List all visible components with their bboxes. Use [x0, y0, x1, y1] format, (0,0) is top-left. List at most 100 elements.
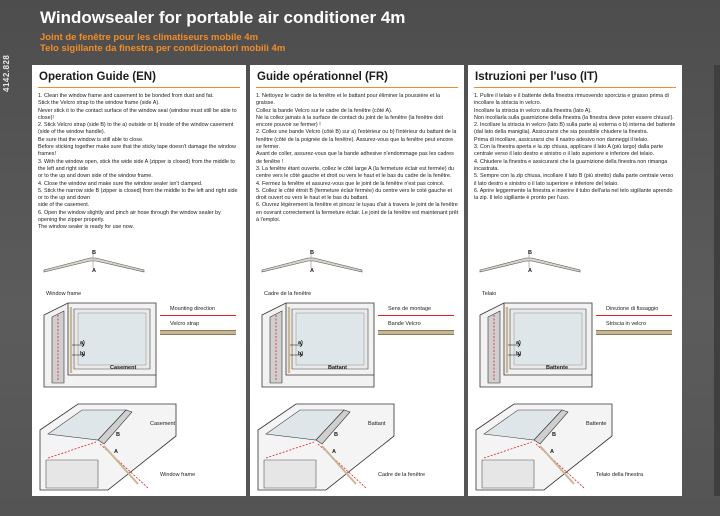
step-text: Be sure that the window is still able to…	[38, 136, 144, 143]
arrow-a	[290, 342, 303, 348]
mark-a-label: a)	[516, 340, 521, 346]
frame-inner	[285, 303, 374, 376]
step-text: 4. Fermez la fenêtre et assurez-vous que…	[256, 180, 445, 187]
side-a-label: A	[92, 268, 96, 274]
strip-shape	[261, 257, 363, 273]
legend-mount-line	[160, 315, 236, 317]
step-text: 6. Open the window slightly and pinch ai…	[38, 209, 221, 224]
subtitle-it: Telo sigillante da finestra per condizio…	[40, 43, 286, 54]
velcro-strip-2	[103, 445, 139, 485]
heading-rule	[474, 87, 676, 88]
perspective-diagram	[475, 403, 613, 491]
sill	[481, 459, 535, 489]
sill	[263, 459, 317, 489]
mount-line-3	[265, 441, 315, 459]
step-text: 4. Close the window and make sure the wi…	[38, 180, 203, 187]
arrow-a	[508, 342, 521, 348]
side-b-mark-2: B	[552, 432, 556, 438]
strip-diagram	[479, 252, 581, 273]
legend-mount-line	[378, 315, 454, 317]
step-text: 3. La fenêtre étant ouverte, collez le c…	[256, 165, 455, 180]
side-b-mark-2: B	[334, 432, 338, 438]
column-heading: Operation Guide (EN)	[39, 71, 156, 83]
step-text: 3. Con la finestra aperta e la zip chius…	[474, 144, 664, 158]
window-frame-label: Telaio	[482, 291, 497, 297]
window-frame-label-2: Telaio della finestra	[596, 472, 644, 478]
side-b-label: B	[310, 250, 314, 256]
sill	[45, 459, 99, 489]
step-text: 3. With the window open, stick the wide …	[38, 158, 235, 172]
step-text: 4. Chiudere la finestra e assicurarsi ch…	[474, 158, 668, 172]
mark-a-label: a)	[80, 340, 85, 346]
legend-strap-bar	[160, 330, 236, 335]
side-a-mark-2: A	[332, 449, 336, 455]
step-text: Collez la bande Velcro sur le cadre de l…	[256, 107, 393, 114]
sash-edge	[315, 409, 351, 445]
casement-label: Battant	[328, 365, 347, 371]
window-frame-label: Cadre de la fenêtre	[264, 291, 312, 297]
step-text: The window sealer is ready for use now.	[38, 224, 134, 231]
strip-shape	[479, 257, 581, 273]
perspective-diagram	[257, 403, 395, 491]
window-frame-diagram	[43, 302, 157, 388]
side-b-label: B	[92, 250, 96, 256]
frame-inner	[503, 303, 592, 376]
page-title: Windowsealer for portable air conditione…	[40, 8, 406, 27]
casement-label-2: Casement	[150, 421, 176, 427]
step-text: Non incollarla sulla guarnizione della f…	[474, 114, 674, 121]
legend-mount-label: Mounting direction	[170, 306, 215, 312]
strip-diagram	[43, 252, 145, 273]
mount-line-3	[483, 441, 533, 459]
window-frame-diagram	[261, 302, 375, 388]
step-text: or to the up and down side of the window…	[38, 173, 153, 180]
legend-mount-line	[596, 315, 672, 317]
casement-label: Battente	[546, 365, 569, 371]
mount-line-3	[47, 441, 97, 459]
sash-edge	[97, 409, 133, 445]
legend-strap-label: Velcro strap	[170, 321, 200, 327]
steps-list: 1. Pulire il telaio e il battente della …	[474, 93, 677, 202]
side-a-label: A	[528, 268, 532, 274]
column-en: Operation Guide (EN) 1. Clean the window…	[32, 65, 246, 496]
casement-label: Casement	[110, 365, 137, 371]
legend-strap-label: Striscia in velcro	[606, 321, 647, 327]
steps-list: 1. Clean the window frame and casement t…	[38, 93, 241, 232]
glass-inner	[77, 312, 147, 366]
side-b-mark-2: B	[116, 432, 120, 438]
window-frame-label-2: Window frame	[160, 472, 196, 478]
legend-mount-label: Sens de montage	[388, 306, 432, 312]
window-frame-label: Window frame	[46, 291, 82, 297]
velcro-strip-2	[539, 445, 575, 485]
step-text: 6. Aprire leggermente la finestra e inse…	[474, 187, 673, 202]
column-heading: Istruzioni per l'uso (IT)	[475, 71, 598, 83]
side-a-mark-2: A	[550, 449, 554, 455]
step-text: 1. Nettoyez le cadre de la fenêtre et le…	[256, 93, 440, 107]
step-text: Avant de coller, assurez-vous que la ban…	[256, 151, 454, 165]
legend-mount-label: Direzione di fissaggio	[606, 306, 659, 312]
step-text: 2. Stick Velcro strap (side B) to the a)…	[38, 122, 234, 136]
side-a-mark-2: A	[114, 449, 118, 455]
step-text: Incollare la striscia in velcro sulla fi…	[474, 107, 592, 114]
legend-strap-label: Bande Velcro	[388, 321, 421, 327]
glass-inner	[513, 312, 583, 366]
strip-shape	[43, 257, 145, 273]
step-text: 2. Collez une bande Velcro (côté B) sur …	[256, 129, 457, 151]
window-frame-diagram	[479, 302, 593, 388]
column-fr: Guide opérationnel (FR) 1. Nettoyez le c…	[250, 65, 464, 496]
casement-label-2: Battant	[368, 421, 386, 427]
legend-strap-bar	[378, 330, 454, 335]
mark-b-label: b)	[516, 351, 522, 357]
glass-inner	[295, 312, 365, 366]
strip-diagram	[261, 252, 363, 273]
arrow-b	[508, 352, 521, 358]
heading-rule	[256, 87, 458, 88]
frame-inner	[67, 303, 156, 376]
step-text: Before sticking together make sure that …	[38, 144, 236, 158]
step-text: Never stick it to the contact surface of…	[38, 107, 237, 121]
step-text: 2. Incollare la striscia in velcro (lato…	[474, 122, 676, 136]
arrow-b	[290, 352, 303, 358]
sash-edge	[533, 409, 569, 445]
velcro-strip-2	[321, 445, 357, 485]
legend-strap-bar	[596, 330, 672, 335]
